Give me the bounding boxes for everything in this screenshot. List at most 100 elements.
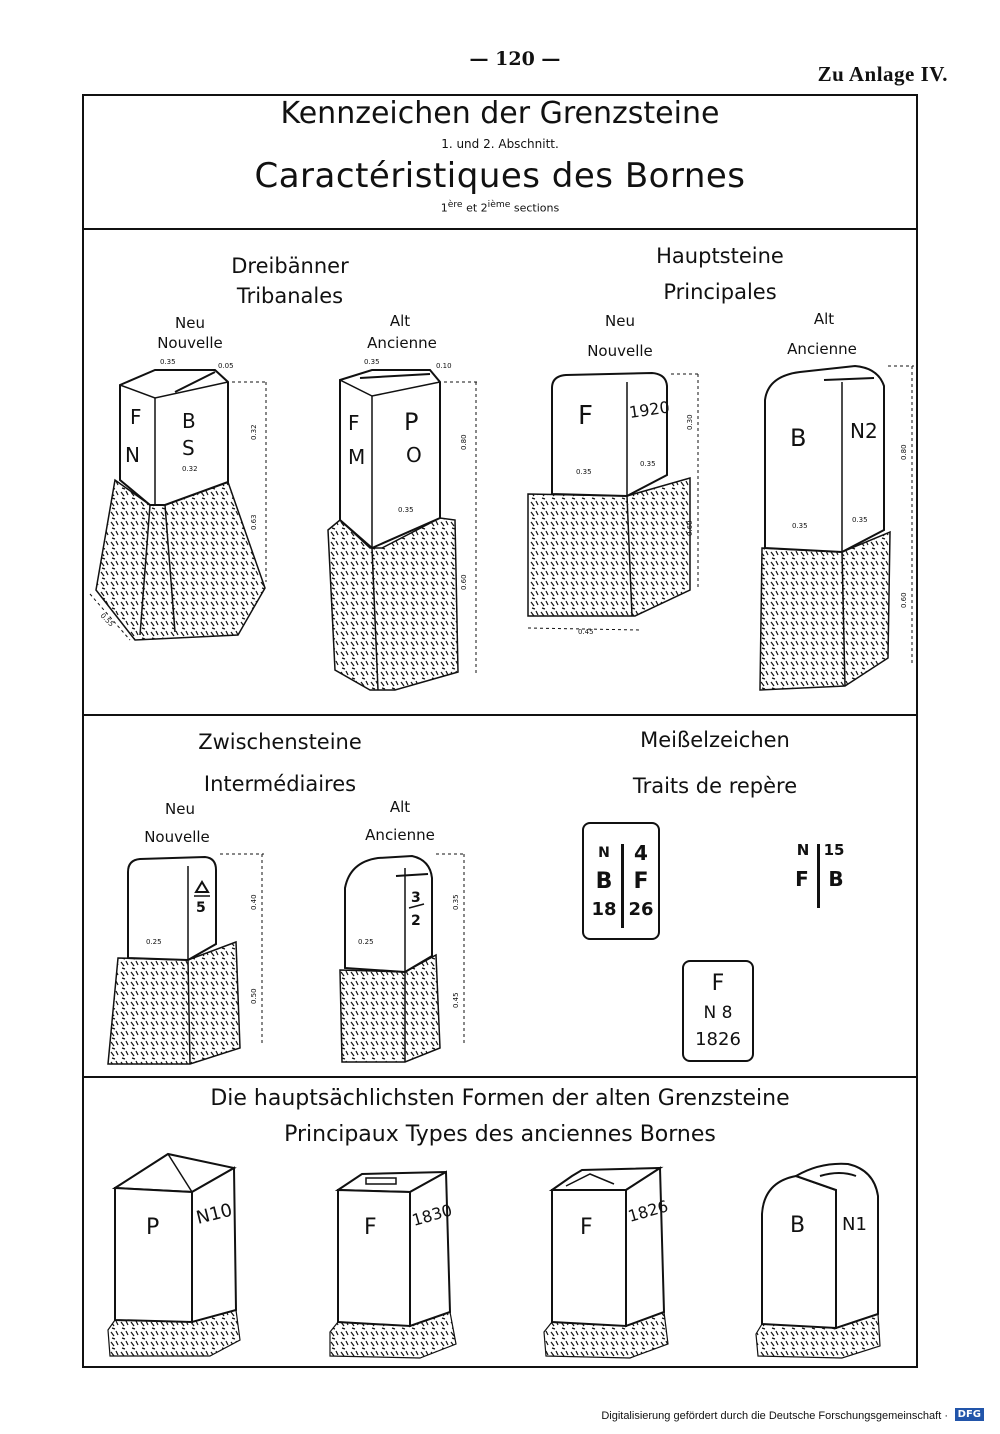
section2-drawings: 5 0.25 0.40 0.50 3 2 0.25 0.35 0.45 [107, 853, 466, 1065]
label-int-nouvelle: Nouvelle [144, 828, 210, 846]
stone-tribanal-old: F M P O 0.35 0.10 0.80 0.35 0.60 [327, 358, 478, 691]
heading-old-forms-de: Die hauptsächlichsten Formen der alten G… [210, 1086, 790, 1111]
stone-intermediate-new: 5 0.25 0.40 0.50 [107, 853, 264, 1065]
label-pri-ancienne: Ancienne [787, 340, 857, 358]
label-tri-neu: Neu [175, 314, 205, 332]
old-type2-front: F [364, 1215, 377, 1240]
pri-new-dim-foot: 0.45 [578, 628, 594, 636]
stamp2-r1: 15 [823, 841, 845, 859]
stamp2-divider [817, 844, 820, 908]
section3-drawings: P N10 F 1830 F 1826 B N1 [107, 1152, 881, 1359]
chisel-mark-fn8: F N 8 1826 [682, 960, 754, 1062]
old-type3-front: F [580, 1215, 593, 1240]
heading-hauptsteine: Hauptsteine [656, 244, 784, 268]
label-int-alt: Alt [389, 798, 411, 816]
heading-principales: Principales [663, 280, 777, 304]
divider-title [82, 228, 918, 230]
section1-drawings: F N B S 0.35 0.05 0.32 0.32 0.63 0.55 F … [89, 358, 914, 691]
stamp1-l3: 18 [591, 899, 617, 920]
sub-fr-5: sections [513, 201, 560, 215]
subtitle-german: 1. und 2. Abschnitt. [441, 137, 559, 151]
dfg-logo: DFG [954, 1408, 984, 1421]
pri-new-front: F [578, 401, 593, 431]
title-german: Kennzeichen der Grenzsteine [280, 96, 720, 131]
pri-old-dim-width-b: 0.35 [852, 516, 868, 524]
pri-old-front: B [790, 424, 806, 452]
int-old-dim-height: 0.35 [452, 894, 460, 910]
tri-new-dim-width: 0.32 [182, 465, 198, 473]
pri-new-dim-width-a: 0.35 [576, 468, 592, 476]
old-type-pyramid: P N10 [107, 1152, 241, 1357]
tri-new-dim-height: 0.32 [250, 424, 258, 440]
label-tri-alt: Alt [389, 312, 411, 330]
tri-new-l1: F [130, 405, 142, 429]
old-type-gable: F 1826 [543, 1166, 670, 1359]
stamp1-r1: 4 [634, 841, 648, 865]
heading-old-forms-fr: Principaux Types des anciennes Bornes [284, 1122, 716, 1147]
tri-old-l2: M [348, 445, 365, 469]
heading-dreibanner: Dreibänner [231, 254, 349, 278]
stamp3-l2: N 8 [703, 1003, 733, 1023]
chisel-mark-nfb: N F 15 B [784, 840, 860, 910]
page-number: — 120 — [469, 48, 561, 70]
sub-fr-2: ère [447, 199, 463, 210]
stone-principal-new: F 1920 0.35 0.35 0.30 0.60 0.45 [527, 371, 700, 636]
heading-meisselzeichen: Meißelzeichen [640, 728, 790, 752]
int-new-mark: 5 [196, 900, 206, 916]
stone-tribanal-new: F N B S 0.35 0.05 0.32 0.32 0.63 0.55 [89, 358, 268, 641]
pri-old-side: N2 [850, 419, 878, 443]
tri-new-r2: S [182, 436, 195, 460]
sub-fr-3: et 2 [466, 201, 488, 215]
tri-old-r2: O [406, 443, 422, 467]
footer-credit: Digitalisierung gefördert durch die Deut… [601, 1410, 948, 1422]
int-new-dim-width: 0.25 [146, 938, 162, 946]
pri-new-dim-base: 0.60 [686, 520, 694, 536]
stamp1-l1: N [598, 845, 610, 861]
stamp3-l1: F [711, 971, 725, 996]
tri-old-dim-width: 0.35 [398, 506, 414, 514]
int-old-dim-base: 0.45 [452, 992, 460, 1008]
heading-tribanales: Tribanales [236, 284, 344, 308]
tri-new-dim-corner: 0.05 [218, 362, 234, 370]
old-type1-front: P [146, 1215, 159, 1240]
divider-section2 [82, 1076, 918, 1078]
old-type4-side: N1 [842, 1214, 867, 1235]
int-old-dim-width: 0.25 [358, 938, 374, 946]
int-old-mark-bottom: 2 [411, 913, 421, 929]
tri-old-r1: P [404, 408, 418, 436]
tri-new-l2: N [125, 443, 140, 467]
tri-old-dim-base: 0.60 [460, 574, 468, 590]
old-type-flat: F 1830 [329, 1170, 457, 1359]
label-int-ancienne: Ancienne [365, 826, 435, 844]
tri-new-dim-foot: 0.55 [99, 612, 116, 629]
label-pri-nouvelle: Nouvelle [587, 342, 653, 360]
heading-intermediaires: Intermédiaires [203, 772, 357, 796]
tri-new-dim-top: 0.35 [160, 358, 176, 366]
chisel-mark-nbf: N B 18 4 F 26 [582, 822, 660, 940]
title-french: Caractéristiques des Bornes [254, 156, 746, 196]
stamp2-l2: F [795, 867, 809, 891]
stamp1-l2: B [595, 869, 613, 894]
pri-new-dim-width-b: 0.35 [640, 460, 656, 468]
tri-old-dim-height: 0.80 [460, 434, 468, 450]
int-new-dim-base: 0.50 [250, 988, 258, 1004]
int-new-dim-height: 0.40 [250, 894, 258, 910]
sub-fr-4: ième [487, 199, 511, 210]
tri-new-dim-base: 0.63 [250, 514, 258, 530]
old-type4-front: B [790, 1213, 805, 1238]
stone-intermediate-old: 3 2 0.25 0.35 0.45 [339, 853, 466, 1063]
tri-old-dim-top: 0.35 [364, 358, 380, 366]
pri-old-dim-base: 0.60 [900, 592, 908, 608]
stamp2-r2: B [828, 867, 844, 891]
pri-new-dim-height: 0.30 [686, 414, 694, 430]
heading-traits-de-repere: Traits de repère [632, 774, 798, 798]
label-pri-alt: Alt [813, 310, 835, 328]
divider-section1 [82, 714, 918, 716]
pri-old-dim-width-a: 0.35 [792, 522, 808, 530]
tri-old-l1: F [348, 411, 360, 435]
stamp1-r3: 26 [628, 899, 654, 920]
label-tri-ancienne: Ancienne [367, 334, 437, 352]
stamp1-divider [621, 844, 624, 928]
pri-old-dim-height: 0.80 [900, 444, 908, 460]
int-old-mark-top: 3 [411, 890, 421, 906]
